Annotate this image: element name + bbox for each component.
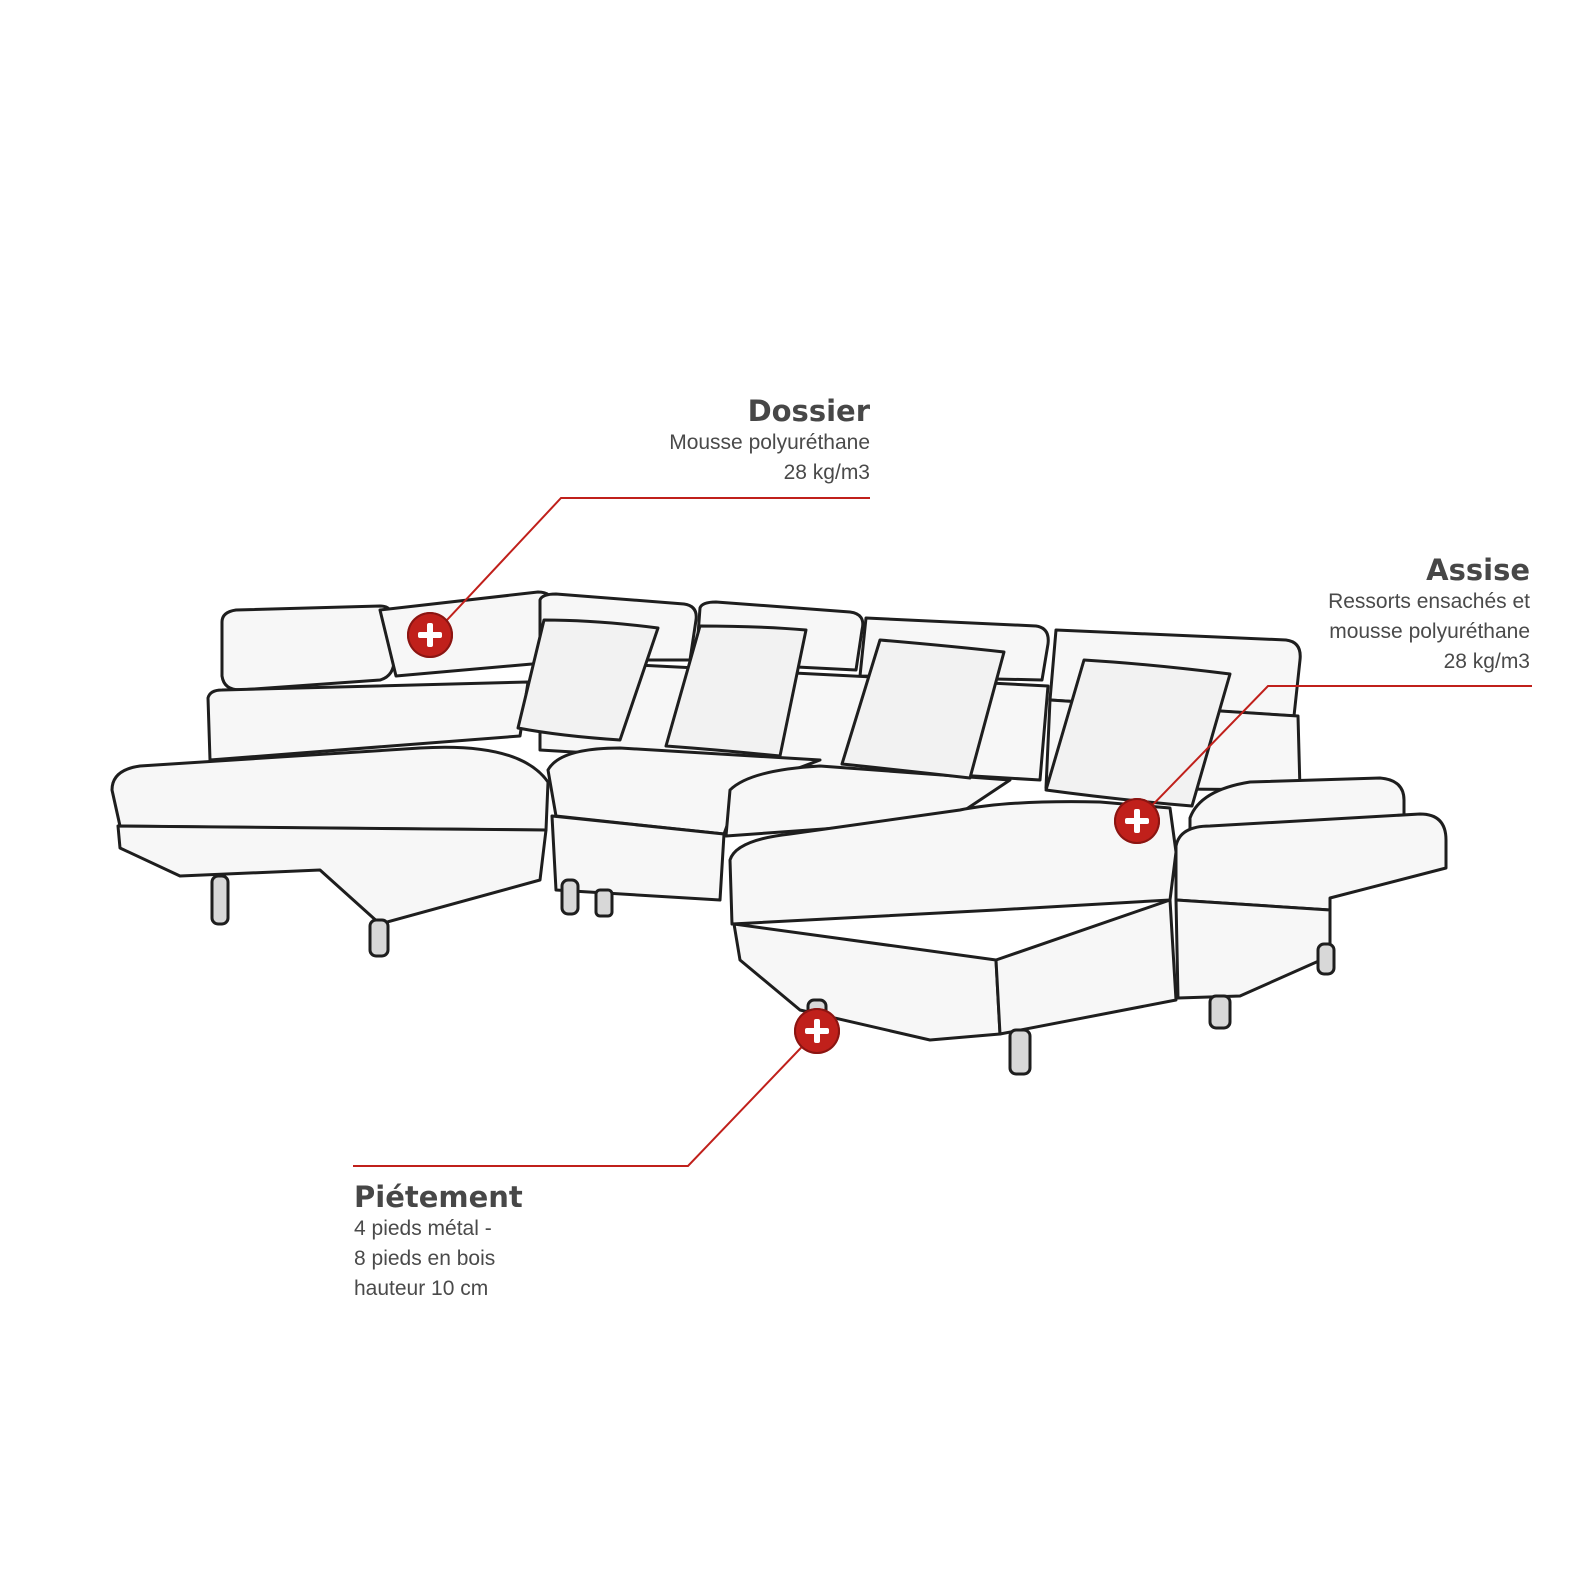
base-left-chaise	[116, 824, 548, 926]
callout-assise-title: Assise	[1426, 553, 1530, 587]
headrest-left-2	[378, 590, 554, 678]
headrest-left	[220, 604, 396, 692]
cushion-2	[664, 624, 808, 758]
callout-dossier-title: Dossier	[747, 394, 870, 428]
leg-6	[1008, 1028, 1032, 1076]
callout-pietement-line: 4 pieds métal -	[354, 1217, 492, 1240]
plus-icon[interactable]	[794, 1008, 840, 1054]
callout-assise-line: 28 kg/m3	[1443, 650, 1530, 673]
leader-line-pietement	[353, 1029, 819, 1167]
base-right-chaise	[732, 922, 1002, 1042]
callout-pietement-line: 8 pieds en bois	[354, 1247, 496, 1270]
seat-left-chaise	[110, 745, 550, 832]
callout-dossier-line: Mousse polyuréthane	[669, 431, 870, 454]
arm-body-right	[1174, 812, 1448, 912]
cushion-3	[840, 638, 1006, 780]
base-right-front	[994, 898, 1178, 1036]
callout-pietement: Piétement 4 pieds métal - 8 pieds en boi…	[354, 1180, 523, 1304]
callout-pietement-title: Piétement	[354, 1180, 523, 1214]
leg-4	[594, 888, 614, 918]
leg-2	[368, 918, 390, 958]
cushion-1	[516, 618, 660, 742]
leader-line-dossier	[431, 497, 870, 637]
callout-assise-line: mousse polyuréthane	[1329, 620, 1530, 643]
leg-8	[1316, 942, 1336, 976]
arm-base-right	[1174, 898, 1332, 1000]
callout-dossier-line: 28 kg/m3	[783, 461, 870, 484]
leg-1	[210, 874, 230, 926]
base-middle	[550, 814, 726, 902]
callout-pietement-line: hauteur 10 cm	[354, 1277, 489, 1300]
callout-dossier: Dossier Mousse polyuréthane 28 kg/m3	[669, 394, 870, 488]
callout-assise: Assise Ressorts ensachés et mousse polyu…	[1328, 553, 1530, 677]
callout-assise-line: Ressorts ensachés et	[1328, 590, 1530, 613]
leader-line-assise	[1137, 685, 1532, 821]
leg-7	[1208, 994, 1232, 1030]
plus-icon[interactable]	[407, 612, 453, 658]
leg-3	[560, 878, 580, 916]
cushion-4	[1044, 658, 1232, 808]
plus-icon[interactable]	[1114, 798, 1160, 844]
